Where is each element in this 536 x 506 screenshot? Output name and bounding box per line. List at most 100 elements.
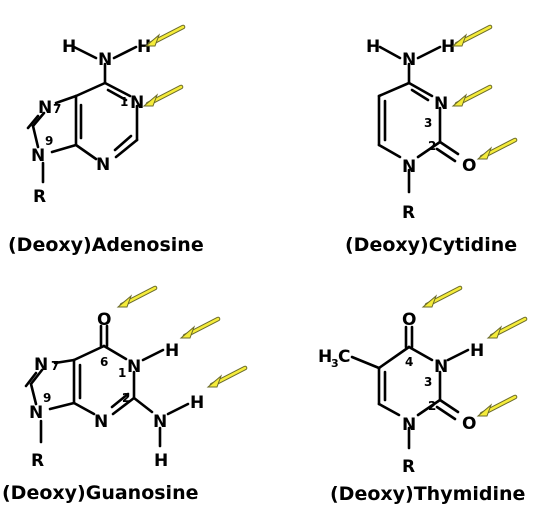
atom-r: R [402,457,415,477]
atom-n-amino: N [98,50,112,70]
bond [435,405,457,421]
atom-n3: N [94,412,108,432]
yellow-arrow-icon [478,140,515,159]
atom-n9: N [31,146,45,166]
bond [29,368,44,386]
ring-number-9: 9 [45,134,53,148]
yellow-arrow-icon [453,27,490,46]
atom-n7: N [38,98,52,118]
bond [74,81,107,98]
bond [114,138,139,159]
ring-number-1: 1 [118,366,126,380]
yellow-arrow-icon [488,319,525,338]
bond [29,382,38,406]
atom-h-right: H [137,37,151,57]
thymidine-label: (Deoxy)Thymidine [330,483,525,505]
atom-n1: N [402,415,416,435]
bond [377,402,401,417]
atom-o4: O [402,310,416,330]
atom-n-amino: N [402,50,416,70]
atom-n1: N [127,357,141,377]
yellow-arrow-icon [181,319,218,338]
bond [438,140,460,156]
methyl-subscript: 3 [331,357,339,370]
yellow-arrow-icon [423,288,460,307]
yellow-arrow-icon [144,87,181,106]
adenosine-label: (Deoxy)Adenosine [8,234,204,256]
ring-number-2: 2 [428,399,436,413]
ring-number-3: 3 [424,116,432,130]
atom-n1: N [130,93,144,113]
atom-n3: N [434,94,448,114]
bond [110,392,130,409]
atom-n9: N [29,403,43,423]
bond [410,88,430,102]
bond [111,396,136,416]
ring-number-7: 7 [53,102,61,116]
bond [416,45,442,60]
atom-r: R [33,187,46,207]
bond [378,45,402,60]
atom-o2: O [462,414,476,434]
atom-n3: N [434,357,448,377]
cytidine-label: (Deoxy)Cytidine [345,234,517,256]
adenosine-structure: H N H N N N N R 7 9 1 (Deoxy)Adenosine [8,27,204,256]
atom-h-methyl: H [318,347,332,367]
bond [48,401,76,411]
bond [377,143,402,159]
bond [112,45,138,60]
bond [377,81,411,98]
cytidine-structure: H N H N O N R 3 2 (Deoxy)Cytidine [345,27,517,256]
ring-number-7: 7 [51,359,59,373]
atom-n1: N [402,157,416,177]
bond [72,45,98,60]
bond [72,401,96,416]
ring-number-3: 3 [424,375,432,389]
yellow-arrow-icon [453,87,490,106]
bond [435,147,457,163]
atom-n-amino: N [153,412,167,432]
atom-c-methyl: C [338,347,350,367]
atom-h-left: H [62,37,76,57]
bond [74,143,98,161]
atom-h-left: H [366,37,380,57]
bond [350,355,381,370]
bond [377,345,411,370]
yellow-arrow-icon [118,288,155,307]
atom-o6: O [97,310,111,330]
atom-n3: N [96,155,110,175]
bond [141,348,165,362]
bond [132,396,154,414]
guanosine-label: (Deoxy)Guanosine [2,482,198,504]
atom-n7: N [34,355,48,375]
atom-o2: O [462,156,476,176]
ring-number-2: 2 [122,391,130,405]
bond [31,111,46,128]
bond [106,88,128,102]
bond [54,94,78,105]
bond [438,398,460,414]
bond [31,124,40,149]
atom-h-amino-right: H [190,393,204,413]
bond [26,114,40,130]
atom-r: R [402,203,415,223]
guanosine-structure: O N H N N N N H H R 6 7 1 2 9 (Deoxy)Gua… [2,288,245,504]
ring-number-1: 1 [120,95,128,109]
atom-h1: H [165,341,179,361]
ring-number-6: 6 [100,355,108,369]
atom-h-amino-down: H [154,451,168,471]
ring-number-9: 9 [43,391,51,405]
bond [103,81,132,98]
atom-h3: H [470,341,484,361]
bond [407,345,434,362]
bond [446,348,470,362]
thymidine-structure: H 3 C O N H O N R 4 3 2 (Deoxy)Thymidine [318,288,525,505]
bond [72,344,106,362]
bond [416,398,442,417]
yellow-arrow-icon [208,368,245,387]
bond [407,81,434,98]
bond [53,358,76,365]
bond [50,143,78,154]
yellow-arrow-icon [146,27,183,46]
